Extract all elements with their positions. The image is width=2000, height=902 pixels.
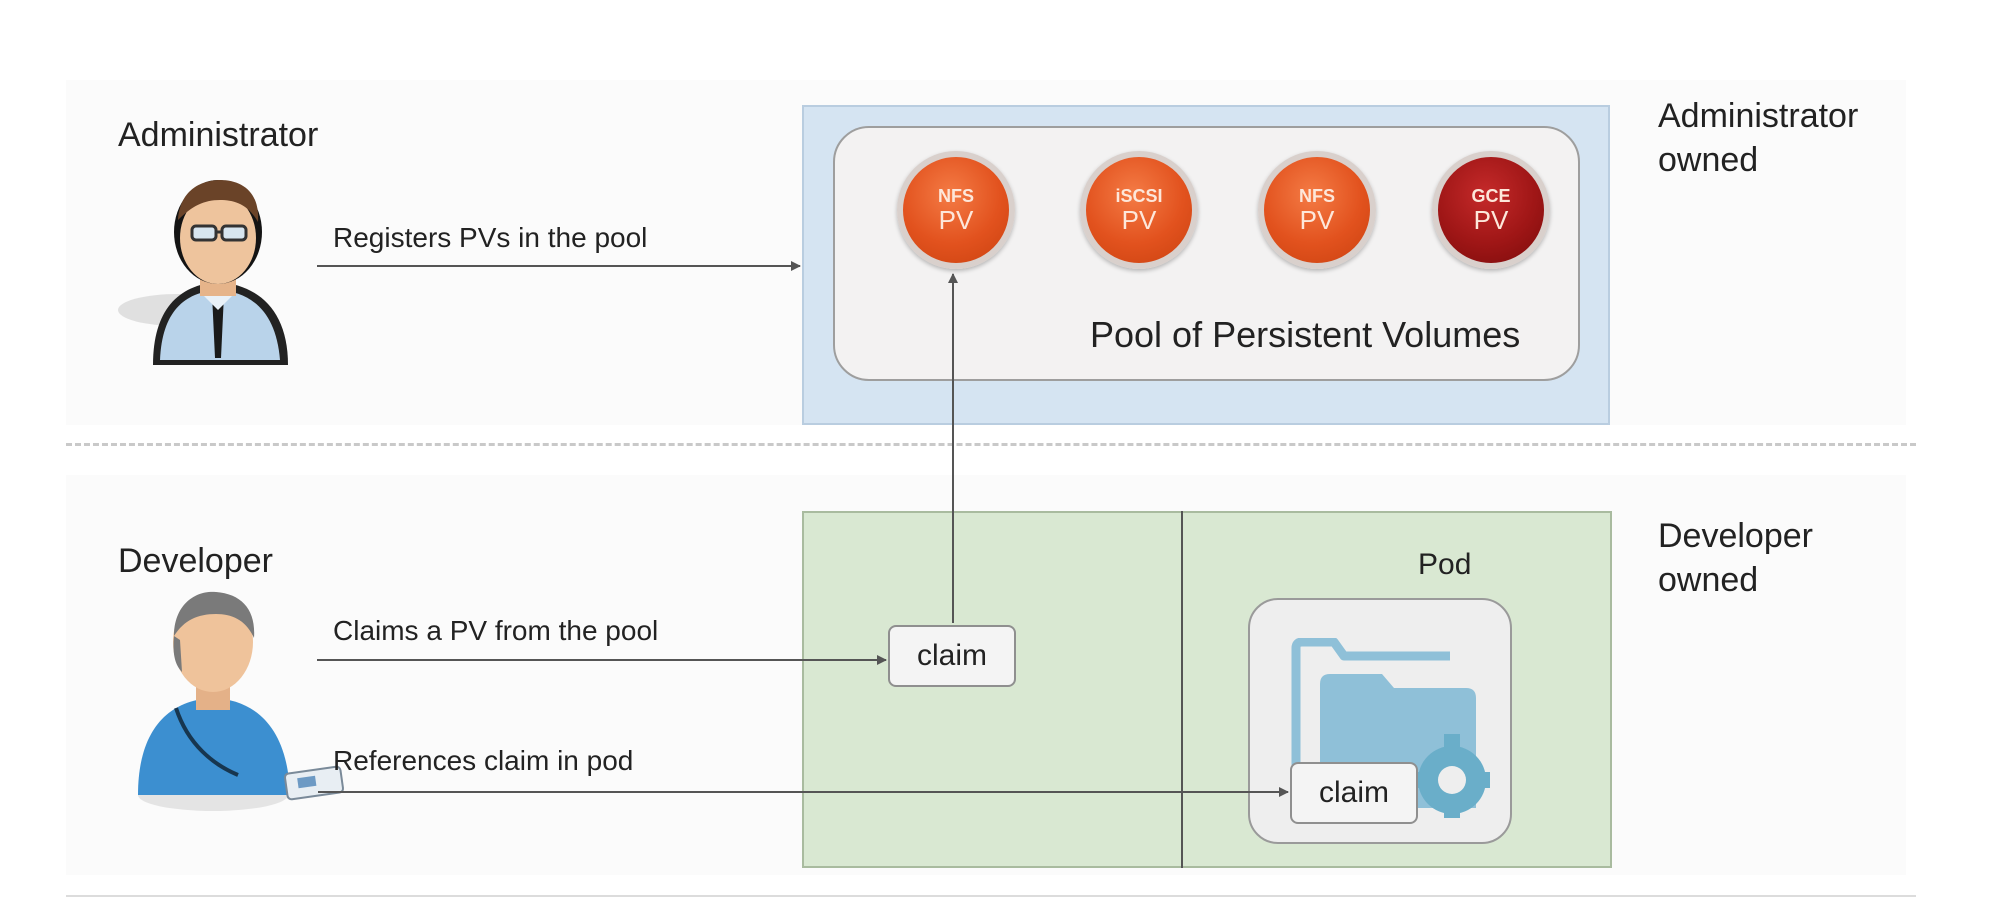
pv-tag-label: PV [1473,205,1509,235]
pod-claim-box: claim [1290,762,1418,824]
administrator-label: Administrator [118,116,319,154]
administrator-owned-line1: Administrator [1658,97,1859,135]
ownership-divider [66,443,1916,446]
developer-avatar-icon [138,591,345,811]
pv-tag-label: PV [1121,205,1157,235]
gce-pv-volume: GCE PV [1432,151,1550,269]
pool-title: Pool of Persistent Volumes [1090,314,1521,355]
pv-kind-label: NFS [938,186,974,206]
developer-owned-line1: Developer [1658,517,1813,555]
pv-tag-label: PV [938,205,974,235]
nfs-pv-volume: NFS PV [1258,151,1376,269]
claim-box: claim [888,625,1016,687]
developer-label: Developer [118,542,273,580]
developer-owned-line2: owned [1658,561,1759,599]
pod-label: Pod [1418,548,1472,581]
bottom-rule [66,895,1916,897]
nfs-pv-volume: NFS PV [897,151,1015,269]
developer-owned-label: Developer owned [1658,514,1898,602]
iscsi-pv-volume: iSCSI PV [1080,151,1198,269]
references-claim-label: References claim in pod [333,745,634,776]
administrator-owned-label: Administrator owned [1658,94,1898,182]
registers-pvs-label: Registers PVs in the pool [333,222,648,253]
pv-kind-label: NFS [1299,186,1335,206]
developer-area-divider [1181,511,1183,868]
administrator-avatar-icon [118,180,288,365]
pv-kind-label: GCE [1471,186,1511,206]
pv-kind-label: iSCSI [1115,186,1163,206]
administrator-owned-line2: owned [1658,141,1759,179]
claims-pv-label: Claims a PV from the pool [333,615,659,646]
pv-tag-label: PV [1299,205,1335,235]
